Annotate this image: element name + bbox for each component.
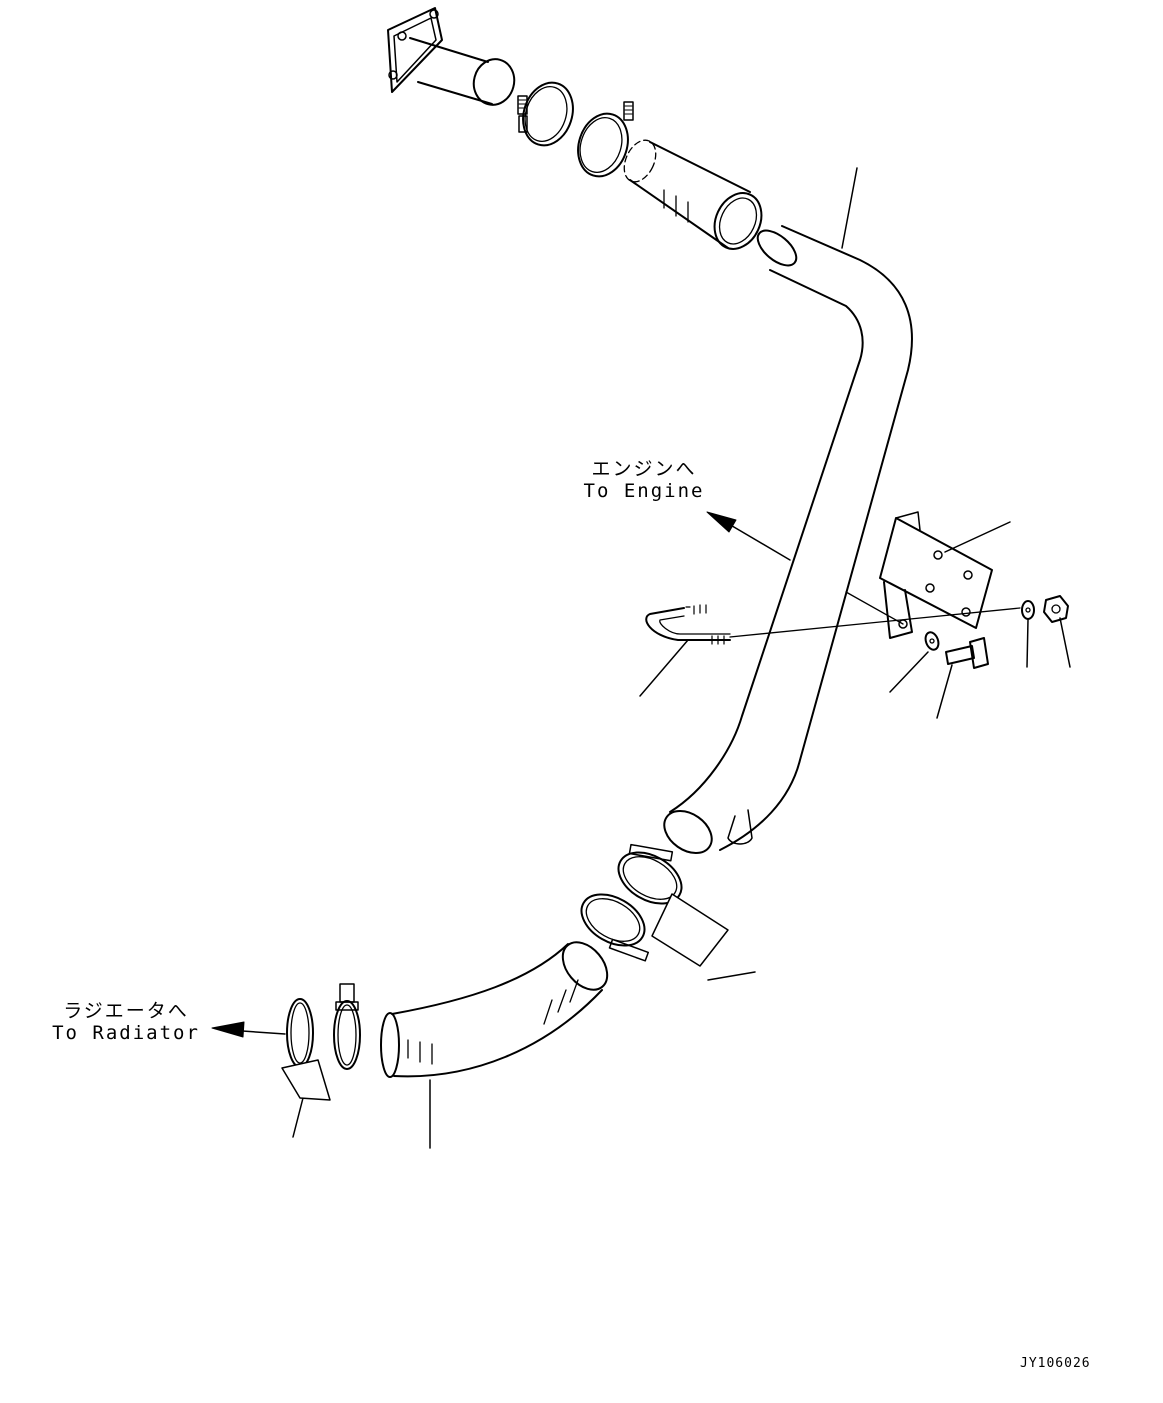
label-radiator: ラジエータへ To Radiator <box>50 1000 202 1044</box>
clamp-label-tag <box>652 894 728 966</box>
hose-clamp-top-2 <box>570 102 635 183</box>
hose-clamp-mid-2 <box>573 884 654 961</box>
leader-lines <box>293 168 1070 1148</box>
assembly-axis <box>730 608 1020 637</box>
leader-bracket <box>945 522 1010 552</box>
hose-clamp-mid-1 <box>610 842 691 914</box>
arrow-to-radiator <box>212 1022 285 1037</box>
clamp-lower-tag <box>282 1060 330 1100</box>
washer-small <box>923 630 940 651</box>
leader-clamp-mid <box>708 972 755 980</box>
outlet-flange <box>388 8 442 92</box>
hex-nut <box>1044 596 1068 622</box>
mounting-bracket <box>880 512 992 638</box>
label-engine: エンジンへ To Engine <box>574 458 714 502</box>
hose-lower <box>381 934 616 1077</box>
leader-u-bolt <box>640 640 688 696</box>
hose-clamp-lower-2 <box>334 984 360 1069</box>
leader-clamp-lower <box>293 1098 303 1137</box>
hex-bolt <box>946 638 988 668</box>
leader-nut <box>1060 618 1070 667</box>
label-engine-en: To Engine <box>583 480 705 502</box>
leader-pipe <box>842 168 857 248</box>
radiator-pipe <box>656 224 912 862</box>
arrow-to-engine <box>707 512 790 560</box>
u-bolt <box>646 592 1020 644</box>
washer-right <box>1022 601 1034 619</box>
drawing-code: JY106026 <box>1020 1356 1091 1371</box>
hose-upper <box>618 135 770 256</box>
label-engine-jp: エンジンへ <box>591 458 697 480</box>
label-radiator-jp: ラジエータへ <box>63 1000 189 1022</box>
leader-washer <box>890 652 928 692</box>
outlet-pipe-stub <box>410 38 519 109</box>
leader-bolt <box>937 665 952 718</box>
hose-clamp-top-1 <box>515 76 580 152</box>
label-radiator-en: To Radiator <box>52 1022 200 1044</box>
leader-washer-2 <box>1027 620 1028 667</box>
